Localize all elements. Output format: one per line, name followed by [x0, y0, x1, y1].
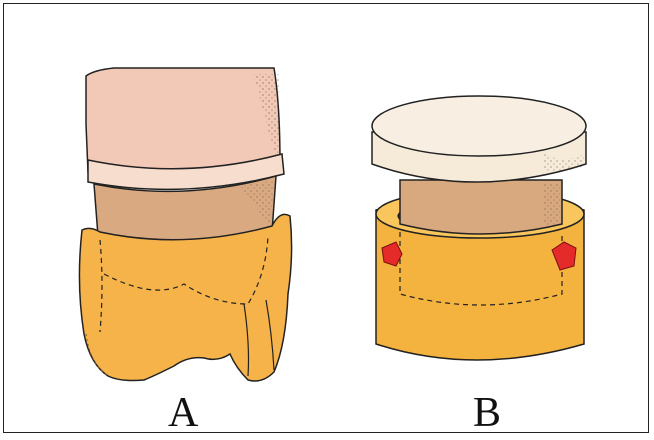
- panel-a-label: A: [168, 392, 198, 434]
- panel-a-crown: [79, 214, 291, 381]
- panel-b-cap-top: [372, 96, 586, 156]
- diagram-canvas: [4, 4, 654, 440]
- figure-frame: A B: [3, 3, 649, 433]
- panel-b-label: B: [473, 392, 501, 434]
- panel-b-assembly: [372, 96, 586, 360]
- panel-b-core: [400, 180, 562, 234]
- panel-a-tooth: [79, 68, 291, 381]
